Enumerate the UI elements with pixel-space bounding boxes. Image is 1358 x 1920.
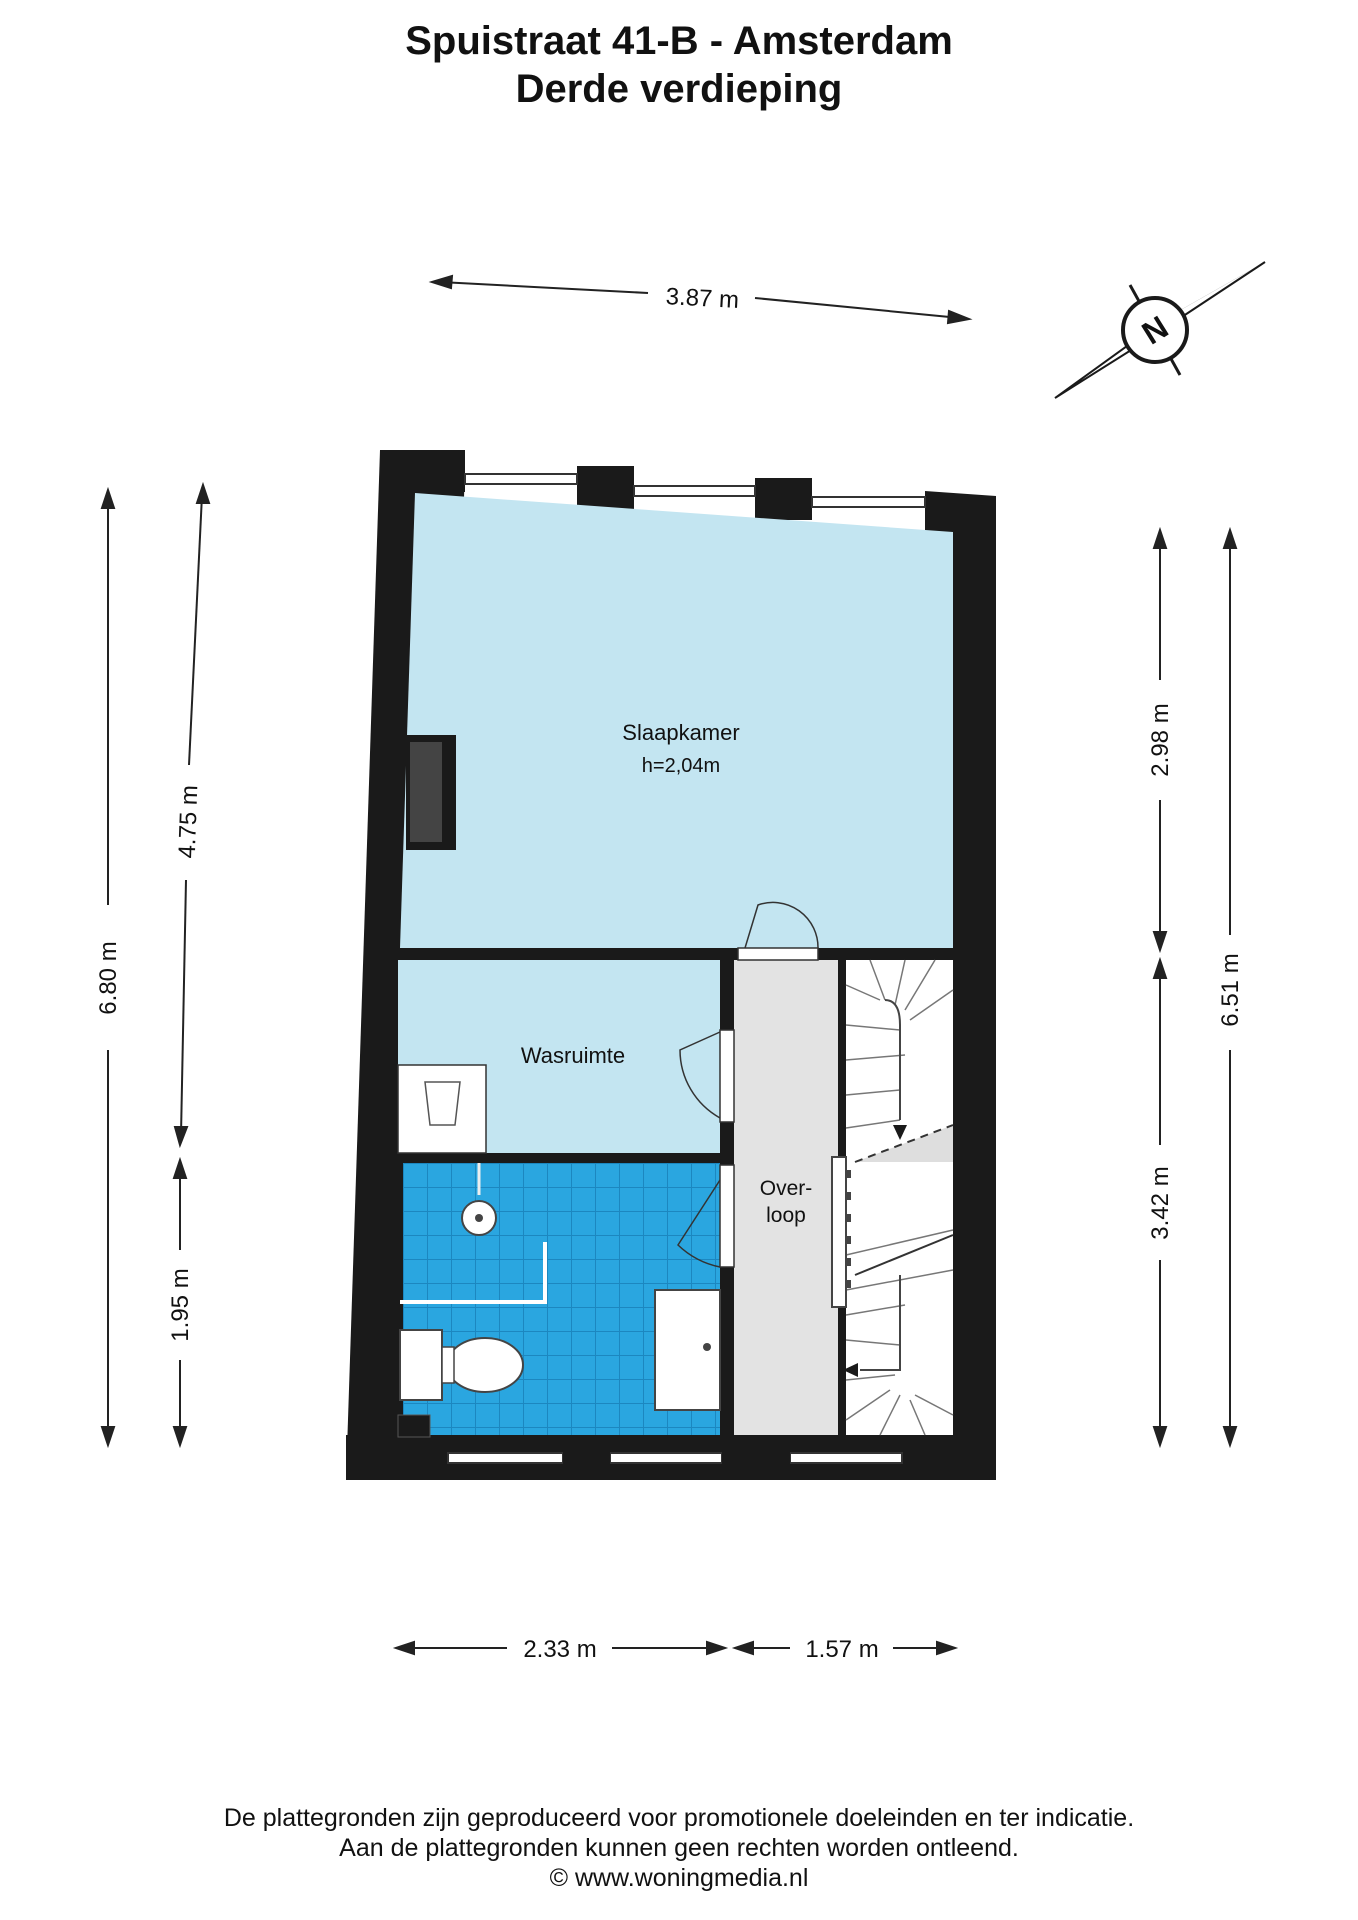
bathroom-door-swing	[677, 1179, 721, 1268]
washing-machine	[397, 1064, 487, 1154]
sink-cabinet	[654, 1289, 721, 1411]
bathroom-door-gap	[719, 1164, 735, 1268]
dim-right-lower: 3.42 m	[1147, 1166, 1174, 1239]
dim-top-width: 3.87 m	[665, 283, 740, 314]
dim-left-outer: 6.80 m	[95, 941, 122, 1014]
top-wall-pier	[577, 466, 634, 510]
laundry-label: Wasruimte	[521, 1043, 625, 1068]
sink-tap-icon	[703, 1343, 711, 1351]
plan-title: Spuistraat 41-B - Amsterdam	[405, 19, 953, 63]
top-wall-pier	[755, 478, 812, 520]
landing-floor	[734, 960, 838, 1435]
laundry-door-gap	[719, 1029, 735, 1123]
bedroom-label: Slaapkamer	[622, 720, 739, 745]
landing-label-line2: loop	[766, 1204, 806, 1227]
staircase	[831, 959, 954, 1436]
chimney-inner	[410, 742, 442, 842]
bedroom-height-label: h=2,04m	[642, 755, 720, 777]
bedroom-door-gap	[737, 947, 819, 961]
dim-left-upper: 4.75 m	[174, 785, 204, 859]
disclaimer-line-1: De plattegronden zijn geproduceerd voor …	[223, 1804, 1135, 1832]
dim-left-lower: 1.95 m	[167, 1268, 194, 1341]
bottom-windows	[447, 1452, 903, 1464]
dim-bottom-right: 1.57 m	[805, 1636, 878, 1663]
right-wall	[925, 491, 996, 1480]
top-windows	[464, 473, 926, 508]
laundry-door-swing	[679, 1031, 721, 1119]
compass-north-icon: N	[1054, 261, 1266, 399]
copyright-line: © www.woningmedia.nl	[549, 1864, 809, 1892]
dim-right-outer: 6.51 m	[1217, 953, 1244, 1026]
toilet-base	[441, 1346, 455, 1384]
landing-label-line1: Over-	[760, 1177, 813, 1200]
bedroom-floor	[400, 493, 953, 948]
laundry-bottom-wall	[398, 1153, 728, 1163]
top-wall-pier	[380, 450, 465, 492]
utility-box	[397, 1414, 431, 1438]
floor-subtitle: Derde verdieping	[515, 67, 843, 111]
bottom-wall-pier	[722, 1438, 790, 1480]
dim-bottom-left: 2.33 m	[523, 1636, 596, 1663]
bottom-wall-pier	[563, 1438, 610, 1480]
toilet-bowl-icon	[446, 1337, 524, 1393]
disclaimer-line-2: Aan de plattegronden kunnen geen rechten…	[339, 1834, 1019, 1862]
washing-machine-icon	[424, 1081, 461, 1126]
bedroom-door-swing	[744, 901, 819, 949]
toilet-tank	[399, 1329, 443, 1401]
dim-right-upper: 2.98 m	[1147, 703, 1174, 776]
bedroom-bottom-wall	[398, 948, 953, 960]
shower-screen	[400, 1242, 547, 1304]
